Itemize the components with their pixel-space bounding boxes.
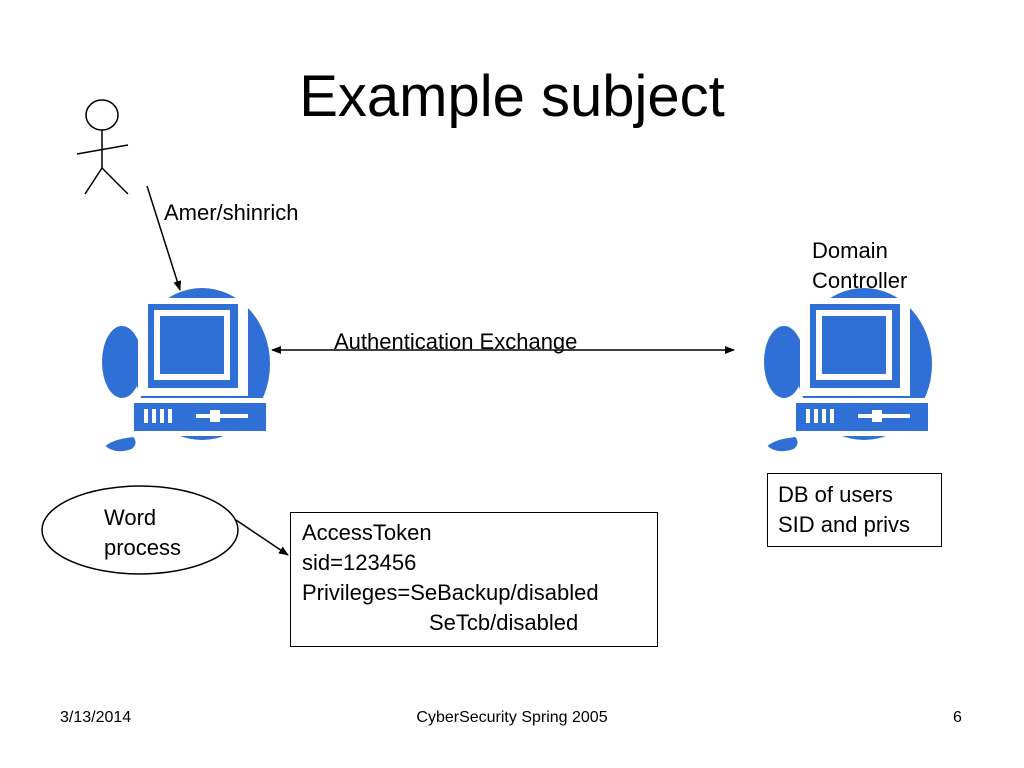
user-stick-figure-icon (76, 99, 129, 195)
word-process-line-1: Word (104, 505, 157, 530)
token-line-4: SeTcb/disabled (429, 610, 579, 635)
footer-course: CyberSecurity Spring 2005 (416, 709, 608, 726)
server-computer-icon (764, 288, 934, 454)
domain-controller-label: Domain Controller (812, 236, 907, 296)
domain-controller-line-2: Controller (812, 268, 908, 293)
token-line-3: Privileges=SeBackup/disabled (302, 580, 599, 605)
footer-date: 3/13/2014 (60, 709, 132, 726)
user-database-box: DB of users SID and privs (767, 473, 942, 547)
access-token-box: AccessToken sid=123456 Privileges=SeBack… (290, 512, 658, 647)
client-computer-icon (102, 288, 272, 454)
footer-page-number: 6 (953, 709, 962, 726)
word-process-line-2: process (104, 535, 182, 560)
token-line-1: AccessToken (302, 520, 432, 545)
user-to-computer-arrow (146, 185, 182, 291)
slide-title: Example subject (299, 64, 725, 129)
domain-controller-line-1: Domain (812, 238, 888, 263)
word-process-label: Word process (104, 503, 181, 563)
db-box-line-1: DB of users (778, 482, 893, 507)
authentication-exchange-label: Authentication Exchange (334, 329, 578, 354)
user-label: Amer/shinrich (164, 200, 299, 225)
db-box-line-2: SID and privs (778, 512, 911, 537)
process-to-token-arrow (235, 519, 289, 556)
token-line-2: sid=123456 (302, 550, 417, 575)
word-process-ellipse (41, 485, 239, 575)
